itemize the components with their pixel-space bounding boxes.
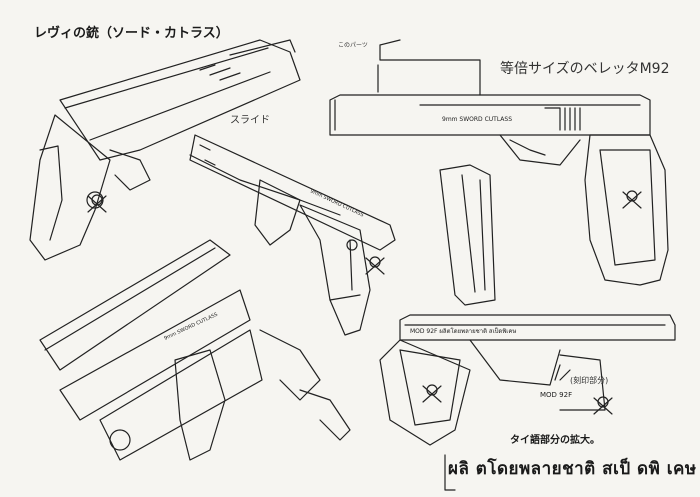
pistol-drawing-center bbox=[189, 134, 396, 336]
magazine-drawing bbox=[439, 164, 496, 306]
page-title: レヴィの銃（ソード・カトラス） bbox=[34, 26, 229, 41]
handwritten-note-engraving: (刻印部分) bbox=[570, 376, 609, 385]
barrel-engraving-top: 9mm SWORD CUTLASS bbox=[442, 116, 512, 123]
pistol-drawing-perspective bbox=[39, 239, 351, 461]
handwritten-note-side: このパーツ bbox=[338, 42, 368, 49]
pistol-drawing-side-large bbox=[329, 39, 669, 286]
annotation-bracket bbox=[444, 454, 456, 491]
handwritten-note-slide: スライド bbox=[230, 115, 270, 126]
handwritten-note-size: 等倍サイズのベレッタM92 bbox=[500, 61, 670, 77]
barrel-engraving-perspective: 9mm SWORD CUTLASS bbox=[163, 312, 218, 342]
model-engraving: MOD 92F bbox=[540, 391, 572, 399]
annotation-arrow bbox=[554, 364, 571, 381]
caption-thai-enlarged: タイ語部分の拡大。 bbox=[510, 435, 600, 446]
pistol-drawing-topleft bbox=[29, 39, 301, 261]
thai-slide-engraving: MOD 92F ผลิตโดยพลายชาติ สเป็ดพิเคษ bbox=[410, 326, 516, 335]
pistol-drawing-side-lower bbox=[379, 314, 676, 446]
pirate-skull-emblem bbox=[87, 190, 642, 415]
thai-credit-text: ผลิ ตโดยพลายชาติ สเป็ ดพิ เคษ bbox=[448, 459, 697, 479]
